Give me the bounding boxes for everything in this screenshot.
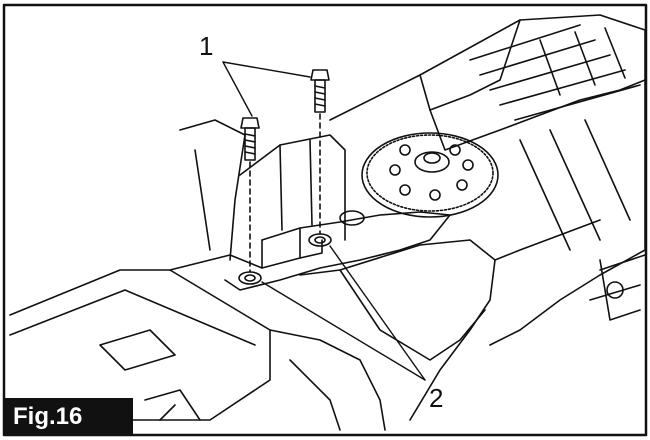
figure-border xyxy=(2,3,648,437)
callout-1-label: 1 xyxy=(199,31,214,61)
gear-icon xyxy=(361,132,499,218)
handle-icon xyxy=(9,119,271,421)
leader-lines xyxy=(222,61,426,381)
screw-icon xyxy=(240,69,330,273)
lower-housing-icon xyxy=(269,219,601,431)
screw-hole-icon xyxy=(238,233,332,285)
motor-housing-icon xyxy=(329,14,646,346)
callout-2-label: 2 xyxy=(429,383,444,413)
mounting-plate-icon xyxy=(224,134,451,291)
figure-label: Fig.16 xyxy=(5,398,133,435)
